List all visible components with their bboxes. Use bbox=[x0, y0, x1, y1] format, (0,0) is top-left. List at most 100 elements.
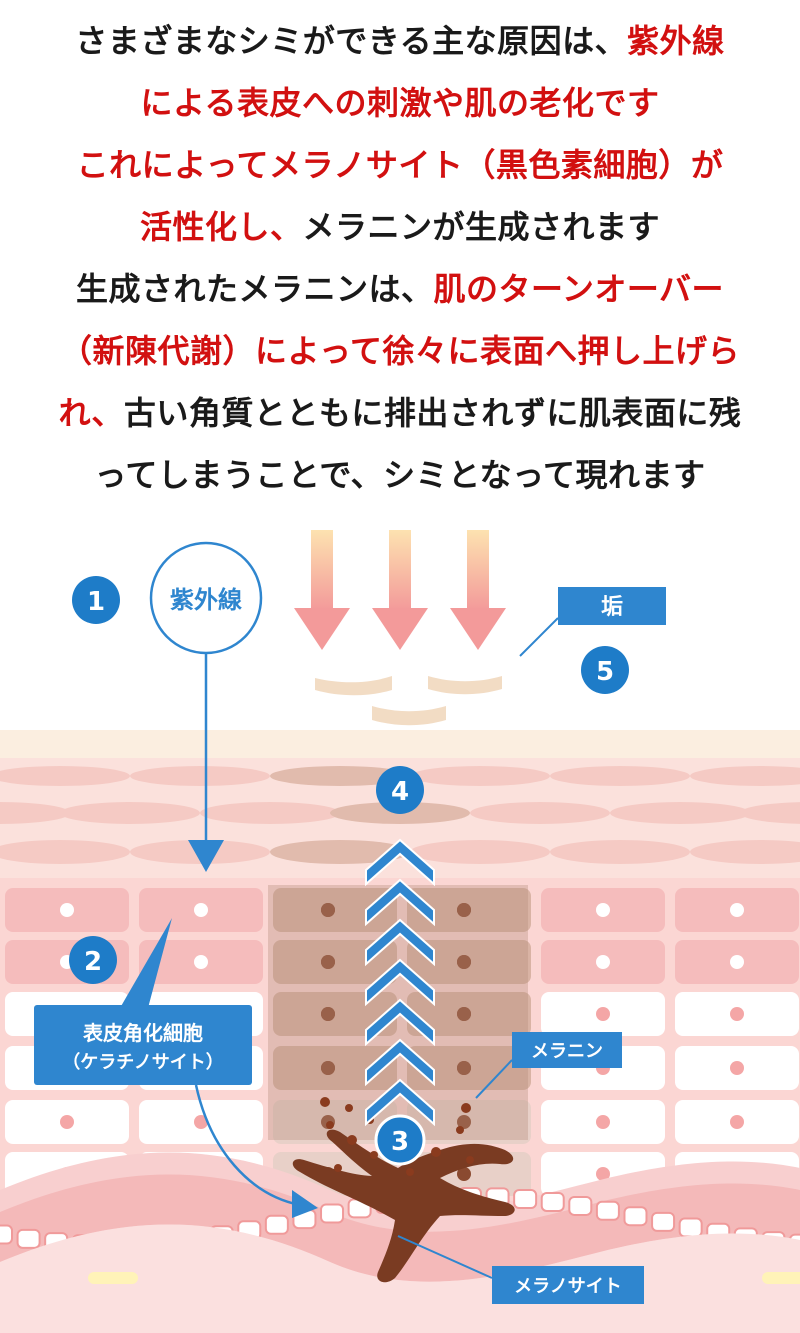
text-line-8-a: ってしまうことで、シミとなって現れます bbox=[94, 456, 706, 494]
text-line-7-a: れ、 bbox=[58, 394, 124, 432]
cell-nucleus bbox=[60, 1115, 74, 1129]
step-badge-1: 1 bbox=[72, 576, 120, 624]
turnover-chevron bbox=[365, 1038, 435, 1087]
text-line-4-b: メラニンが生成されます bbox=[302, 208, 661, 246]
cell-nucleus bbox=[596, 1115, 610, 1129]
step-badge-5: 5 bbox=[581, 646, 629, 694]
text-line-7-b: 古い角質とともに排出されずに肌表面に残 bbox=[123, 394, 742, 432]
text-line-2-a: による表皮への刺激や肌の老化です bbox=[140, 84, 660, 122]
capillary-right bbox=[762, 1272, 800, 1284]
basal-cell bbox=[513, 1189, 538, 1210]
skin-diagram: 紫外線 垢 表皮角化細胞 （ケラチノサイト） メラニン メラノサイト bbox=[0, 530, 800, 1333]
basal-cell bbox=[623, 1206, 648, 1227]
basal-cell bbox=[568, 1195, 593, 1216]
cell-nucleus bbox=[321, 903, 335, 917]
melanocyte-label-box bbox=[492, 1266, 644, 1304]
melanin-connector-line bbox=[475, 1059, 513, 1099]
turnover-chevron bbox=[365, 878, 435, 927]
basal-cell bbox=[595, 1200, 620, 1221]
text-line-5-a: 生成されたメラニンは、 bbox=[75, 270, 434, 308]
keratinocyte-connector-arrowhead bbox=[292, 1190, 318, 1218]
text-line-6-a: （新陳代謝）によって徐々に表面へ押し上げら bbox=[60, 332, 740, 370]
basal-cell bbox=[264, 1214, 289, 1235]
turnover-chevrons bbox=[365, 838, 435, 1127]
text-line-1: さまざまなシミができる主な原因は、紫外線 bbox=[0, 10, 800, 72]
melanin-label-box bbox=[512, 1032, 622, 1068]
step-number-3: 3 bbox=[391, 1127, 409, 1157]
text-line-6: （新陳代謝）によって徐々に表面へ押し上げら bbox=[0, 320, 800, 382]
uv-connector-arrowhead bbox=[188, 840, 224, 872]
turnover-chevron bbox=[365, 958, 435, 1007]
cell-nucleus bbox=[457, 1061, 471, 1075]
aka-label-box bbox=[558, 587, 666, 625]
basal-cell bbox=[320, 1203, 345, 1224]
cell-nucleus bbox=[730, 1115, 744, 1129]
basal-cell bbox=[0, 1224, 13, 1245]
step-number-5: 5 bbox=[596, 657, 614, 687]
text-line-8: ってしまうことで、シミとなって現れます bbox=[0, 444, 800, 506]
flaking-scales bbox=[315, 676, 502, 726]
cell-nucleus bbox=[457, 1167, 471, 1181]
cell-nucleus bbox=[60, 903, 74, 917]
cell-nucleus bbox=[194, 955, 208, 969]
cell-nucleus bbox=[321, 1061, 335, 1075]
uv-arrow-3 bbox=[450, 530, 506, 650]
cell-nucleus bbox=[194, 1115, 208, 1129]
text-line-3-a: これによってメラノサイト（黒色素細胞）が bbox=[76, 146, 724, 184]
turnover-chevron bbox=[365, 838, 435, 887]
aka-label: 垢 bbox=[601, 595, 623, 620]
keratinocyte-label-pointer bbox=[120, 918, 172, 1008]
text-line-4: 活性化し、メラニンが生成されます bbox=[0, 196, 800, 258]
cell-nucleus bbox=[457, 1115, 471, 1129]
uv-arrow-1 bbox=[294, 530, 350, 650]
melanocyte-cell bbox=[292, 1129, 515, 1283]
keratinocyte-label-line2: （ケラチノサイト） bbox=[62, 1052, 223, 1073]
cell-nucleus bbox=[730, 955, 744, 969]
step-number-4: 4 bbox=[391, 777, 409, 807]
cell-nucleus bbox=[730, 1061, 744, 1075]
explanation-text: さまざまなシミができる主な原因は、紫外線 による表皮への刺激や肌の老化です これ… bbox=[0, 10, 800, 506]
keratinocyte-label-line1: 表皮角化細胞 bbox=[83, 1021, 203, 1045]
text-line-7: れ、古い角質とともに排出されずに肌表面に残 bbox=[0, 382, 800, 444]
corneum-cells bbox=[0, 766, 800, 864]
cell-nucleus bbox=[321, 1007, 335, 1021]
text-line-1-a: さまざまなシミができる主な原因は、 bbox=[75, 22, 628, 60]
dermis bbox=[0, 1224, 800, 1333]
cell-nucleus bbox=[730, 1007, 744, 1021]
step-number-1: 1 bbox=[87, 587, 105, 617]
melanocyte-connector-line bbox=[397, 1235, 493, 1279]
cell-nucleus bbox=[457, 955, 471, 969]
text-line-5-b: 肌のターンオーバー bbox=[433, 270, 725, 308]
melanocyte-label: メラノサイト bbox=[514, 1276, 622, 1297]
melanin-label: メラニン bbox=[531, 1041, 603, 1062]
step-badge-4: 4 bbox=[376, 766, 424, 814]
text-line-5: 生成されたメラニンは、肌のターンオーバー bbox=[0, 258, 800, 320]
basal-cells-band bbox=[0, 1174, 800, 1282]
cell-nucleus bbox=[194, 903, 208, 917]
text-line-1-b: 紫外線 bbox=[627, 22, 725, 60]
cell-nucleus bbox=[596, 955, 610, 969]
step-badge-3: 3 bbox=[374, 1114, 426, 1166]
basal-cell bbox=[540, 1191, 565, 1212]
cell-nucleus bbox=[457, 903, 471, 917]
text-line-3: これによってメラノサイト（黒色素細胞）が bbox=[0, 134, 800, 196]
turnover-chevron bbox=[365, 1078, 435, 1127]
cell-nucleus bbox=[730, 903, 744, 917]
turnover-chevron bbox=[365, 998, 435, 1047]
text-line-2: による表皮への刺激や肌の老化です bbox=[0, 72, 800, 134]
capillary-left bbox=[88, 1272, 138, 1284]
basal-cell bbox=[16, 1228, 41, 1249]
keratinocyte-label-box bbox=[34, 1005, 252, 1085]
cell-nucleus bbox=[596, 1167, 610, 1181]
text-line-4-a: 活性化し、 bbox=[139, 208, 303, 246]
step-badge-2: 2 bbox=[69, 936, 117, 984]
turnover-chevron bbox=[365, 918, 435, 967]
uv-arrow-2 bbox=[372, 530, 428, 650]
cell-nucleus bbox=[596, 903, 610, 917]
cell-nucleus bbox=[457, 1007, 471, 1021]
cell-nucleus bbox=[321, 955, 335, 969]
aka-connector-line bbox=[519, 617, 559, 657]
skin-surface bbox=[0, 730, 800, 760]
step-number-2: 2 bbox=[84, 947, 102, 977]
